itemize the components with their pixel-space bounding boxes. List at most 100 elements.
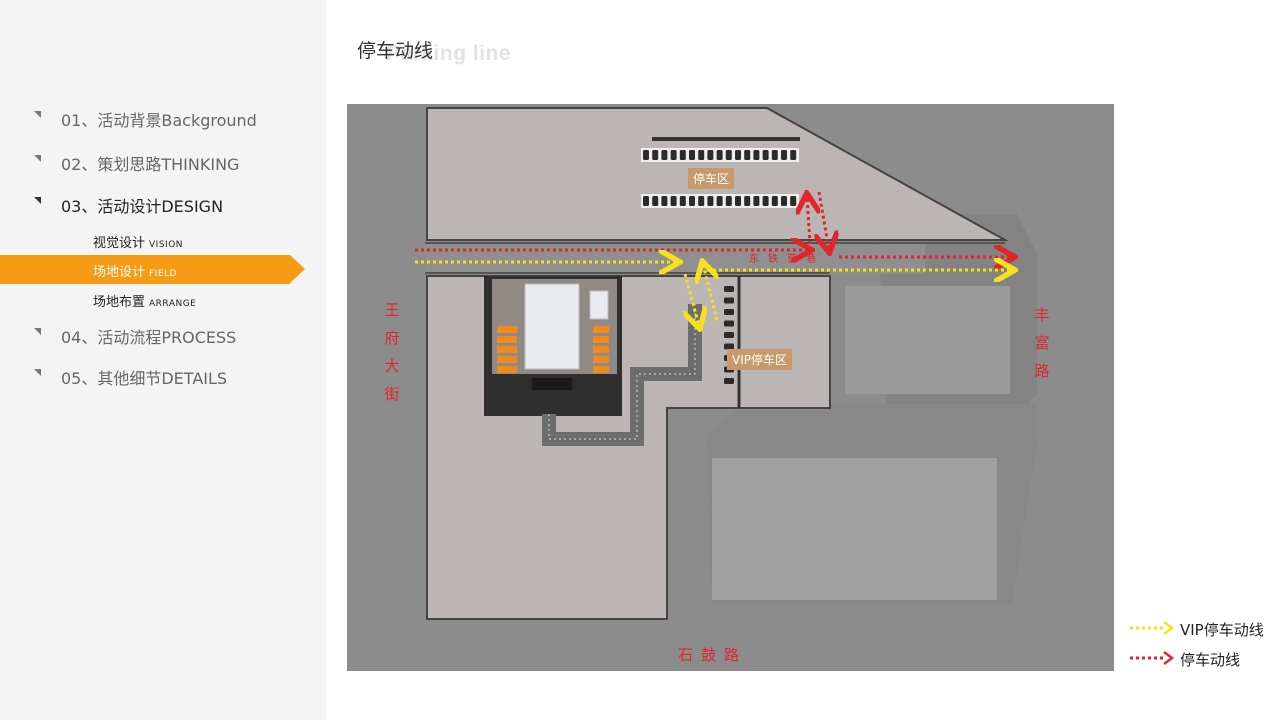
- sidebar: 01、活动背景Background 02、策划思路THINKING 03、活动设…: [0, 0, 326, 720]
- legend-label: 停车动线: [1180, 651, 1241, 669]
- road-label-north: 东铁营巷: [749, 254, 825, 265]
- parked-car: [735, 196, 741, 206]
- parked-car: [643, 196, 649, 206]
- parked-car: [790, 196, 797, 206]
- orange-prop: [593, 336, 609, 343]
- parked-car: [762, 150, 769, 160]
- orange-prop: [497, 336, 517, 343]
- vip-flow-line: [703, 264, 717, 321]
- triangle-icon: [34, 197, 41, 204]
- parked-car: [735, 150, 741, 160]
- parked-car: [707, 150, 714, 160]
- legend-label: VIP停车动线: [1180, 621, 1264, 639]
- parked-car: [744, 196, 751, 206]
- orange-prop: [497, 326, 517, 333]
- building: [845, 286, 1010, 394]
- road-label-west: 王府大街: [384, 301, 400, 403]
- parked-cars-top: [643, 150, 797, 206]
- orange-props: [497, 326, 609, 373]
- parked-car: [707, 196, 714, 206]
- parked-car: [716, 196, 723, 206]
- active-arrow-icon: [290, 255, 305, 283]
- parked-car: [724, 343, 734, 350]
- parked-car: [724, 320, 734, 327]
- parked-car: [725, 150, 732, 160]
- parked-car: [724, 332, 734, 338]
- orange-prop: [593, 326, 609, 333]
- parked-car: [781, 196, 787, 206]
- yellow-arrow-icon: [1130, 621, 1175, 635]
- parked-car: [689, 150, 695, 160]
- parked-car: [744, 150, 751, 160]
- orange-prop: [497, 356, 517, 363]
- parked-car: [725, 196, 732, 206]
- building: [712, 458, 997, 600]
- small-tent: [589, 290, 609, 320]
- nav-item-background[interactable]: 01、活动背景Background: [0, 104, 326, 130]
- parked-car: [643, 150, 649, 160]
- parked-car: [698, 150, 705, 160]
- parked-car: [781, 150, 787, 160]
- parked-car: [724, 297, 734, 304]
- parked-car: [679, 196, 686, 206]
- parked-car: [661, 196, 668, 206]
- nav-item-design[interactable]: 03、活动设计DESIGN: [0, 190, 326, 216]
- legend-item-parking: 停车动线: [1128, 650, 1240, 670]
- triangle-icon: [34, 369, 41, 376]
- parked-car: [771, 150, 778, 160]
- nav-item-label: 05、其他细节DETAILS: [61, 369, 228, 388]
- triangle-icon: [34, 155, 41, 162]
- parked-car: [698, 196, 705, 206]
- nav-item-details[interactable]: 05、其他细节DETAILS: [0, 362, 326, 388]
- parking-zone-label: 停车区: [688, 168, 735, 189]
- parked-car: [679, 150, 686, 160]
- vip-flow-line: [685, 273, 699, 326]
- page-title-en: Parking line: [386, 42, 512, 65]
- nav-item-label: 01、活动背景Background: [61, 111, 257, 130]
- vip-parking-zone-label: VIP停车区: [727, 349, 792, 370]
- nav-item-thinking[interactable]: 02、策划思路THINKING: [0, 148, 326, 174]
- north-street: [425, 242, 925, 274]
- orange-prop: [497, 346, 517, 353]
- parked-car: [652, 150, 659, 160]
- parked-car: [762, 196, 769, 206]
- road-label-south: 石鼓路: [678, 646, 748, 664]
- parked-car: [753, 150, 760, 160]
- active-highlight: [0, 255, 290, 284]
- parked-car: [724, 309, 734, 315]
- parked-car: [661, 150, 668, 160]
- nav-item-label: 03、活动设计DESIGN: [61, 197, 224, 216]
- nav-item-label: 02、策划思路THINKING: [61, 155, 240, 174]
- parked-car: [670, 150, 677, 160]
- nav-item-label: 04、活动流程PROCESS: [61, 328, 237, 347]
- triangle-icon: [34, 111, 41, 118]
- parked-car: [790, 150, 797, 160]
- parking-flow-line: [819, 191, 829, 250]
- page-title: 停车动线: [357, 40, 434, 62]
- orange-prop: [593, 346, 609, 353]
- triangle-icon: [34, 328, 41, 335]
- parked-car: [689, 196, 695, 206]
- parked-car: [716, 150, 723, 160]
- red-arrow-icon: [1130, 651, 1175, 665]
- legend-item-vip: VIP停车动线: [1128, 620, 1264, 640]
- parked-car: [670, 196, 677, 206]
- nav-item-process[interactable]: 04、活动流程PROCESS: [0, 321, 326, 347]
- parked-car: [771, 196, 778, 206]
- orange-prop: [593, 356, 609, 363]
- parked-car: [753, 196, 760, 206]
- parked-car: [724, 286, 734, 292]
- site-map: 王府大街 丰富路 石鼓路 东铁营巷 停车区 VIP停车区: [347, 104, 1114, 671]
- parked-car: [724, 378, 734, 384]
- parked-car: [652, 196, 659, 206]
- orange-prop: [593, 366, 609, 373]
- parking-flow-line: [807, 196, 810, 245]
- main-tent: [524, 283, 580, 370]
- road-label-east: 丰富路: [1034, 306, 1050, 380]
